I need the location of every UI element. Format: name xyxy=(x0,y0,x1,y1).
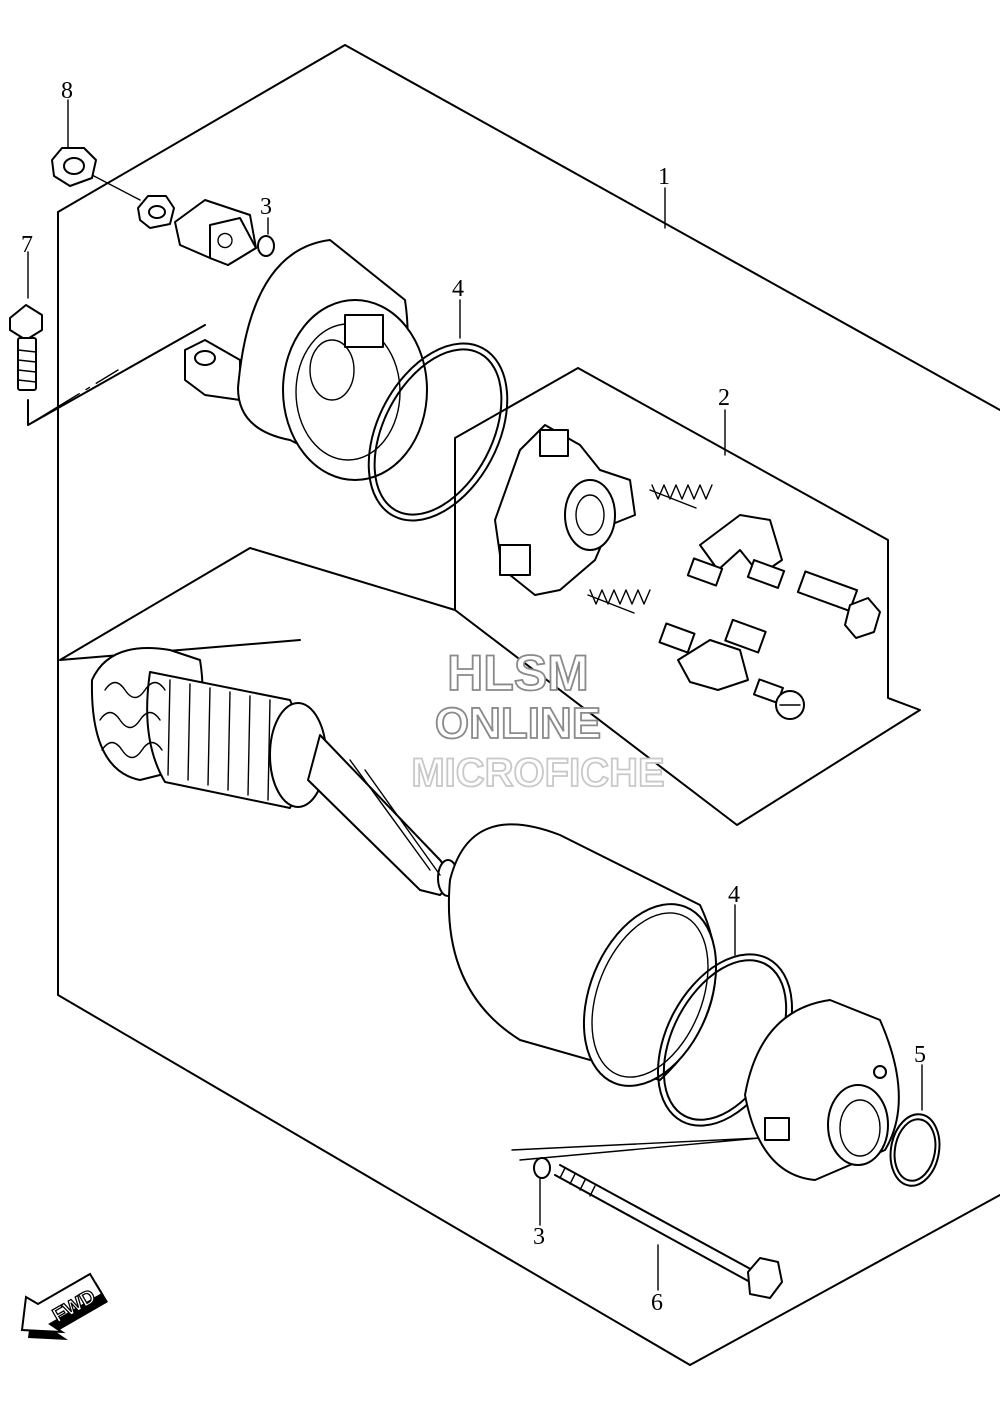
gasket-ring-upper-part4 xyxy=(367,342,509,522)
brush-kit-outline xyxy=(454,367,921,826)
brush-spring-upper xyxy=(649,484,713,509)
callout-1: 1 xyxy=(658,164,670,190)
brush-screw xyxy=(752,678,805,720)
callout-labels: 1 2 3 3 4 4 5 6 7 8 xyxy=(21,78,926,1316)
callout-7: 7 xyxy=(21,232,33,258)
o-ring-upper-part3 xyxy=(257,235,275,257)
terminal-bolt xyxy=(796,570,881,639)
watermark-line2: ONLINE xyxy=(435,699,601,748)
bolt-reference-lines xyxy=(27,324,206,426)
terminal-cap xyxy=(174,199,257,266)
watermark-line3: MICROFICHE xyxy=(411,751,664,795)
flange-nut-part8 xyxy=(51,147,97,187)
watermark: HLSM ONLINE MICROFICHE xyxy=(410,644,665,796)
callout-4-lower: 4 xyxy=(728,882,740,908)
brush-spring-lower xyxy=(587,589,651,614)
armature xyxy=(90,647,459,897)
callout-5: 5 xyxy=(914,1042,926,1068)
front-housing xyxy=(184,239,428,481)
armature-box-outline xyxy=(59,547,456,661)
rear-cover xyxy=(744,999,900,1181)
yoke xyxy=(447,823,718,1087)
callout-4-upper: 4 xyxy=(452,276,464,302)
through-bolt-part6 xyxy=(554,1164,783,1299)
callout-6: 6 xyxy=(651,1290,663,1316)
brush-plate xyxy=(494,424,636,596)
o-ring-part5 xyxy=(889,1113,941,1187)
callout-2: 2 xyxy=(718,385,730,411)
callout-3-lower: 3 xyxy=(533,1224,545,1250)
small-nut xyxy=(137,195,175,229)
bolt-part7 xyxy=(9,304,43,391)
fwd-arrow: FWD xyxy=(20,1272,108,1340)
watermark-line1: HLSM xyxy=(447,645,589,701)
assembly-outline xyxy=(57,44,1000,1366)
callout-3-upper: 3 xyxy=(260,194,272,220)
brush-holder-clip xyxy=(686,514,786,589)
o-ring-lower-part3 xyxy=(533,1157,551,1179)
callout-8: 8 xyxy=(61,78,73,104)
lower-brush-assembly xyxy=(658,618,767,691)
